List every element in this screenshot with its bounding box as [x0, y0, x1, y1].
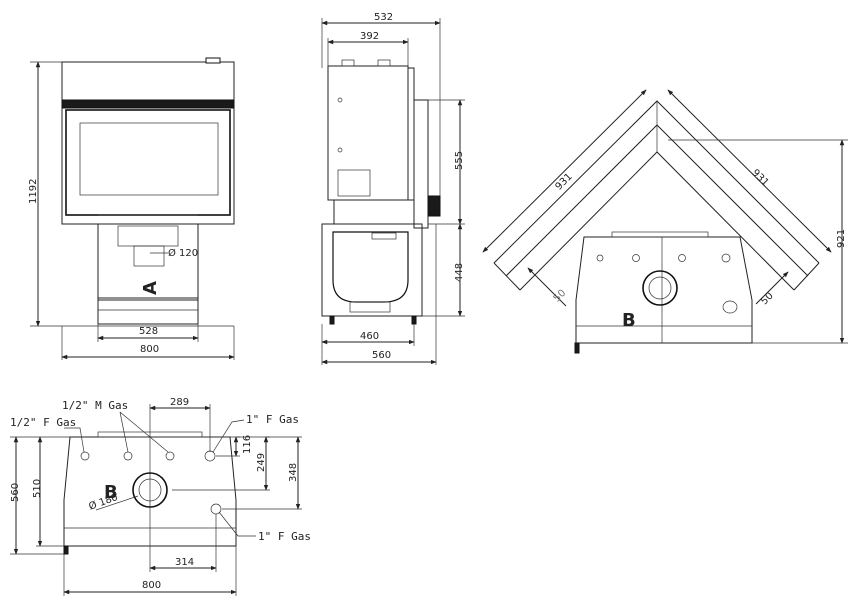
bottom-offset-top: 289 [170, 397, 189, 408]
bottom-dim-116-value: 116 [242, 435, 253, 454]
gas-label-half-female: 1/2" F Gas [10, 416, 76, 429]
front-dim-base [97, 324, 199, 342]
side-height-lower: 448 [454, 263, 465, 282]
bottom-dim-289 [149, 404, 211, 452]
side-dim-532 [321, 18, 441, 196]
bottom-depth-inner: 510 [32, 479, 43, 498]
bottom-dim-314-value: 314 [175, 557, 194, 568]
bottom-label-b: B [104, 482, 118, 503]
corner-view [493, 100, 820, 354]
side-dim-560 [321, 224, 437, 365]
front-width-value: 800 [140, 344, 159, 355]
front-dim-height [30, 61, 62, 327]
side-base-inner: 460 [360, 331, 379, 342]
bottom-dim-116 [202, 436, 240, 457]
front-dim-width [61, 326, 235, 360]
gas-label-one-female-top: 1" F Gas [246, 413, 299, 426]
side-dim-392 [327, 38, 409, 66]
corner-side-left: 931 [554, 171, 575, 192]
gas-label-one-female-bottom: 1" F Gas [258, 530, 311, 543]
front-label-a: A [140, 281, 161, 295]
bottom-dim-249 [172, 436, 270, 491]
corner-offset-right: 50 [759, 290, 776, 307]
corner-dim-50-left [527, 267, 567, 307]
side-base-outer: 560 [372, 350, 391, 361]
bottom-dim-348 [222, 436, 302, 510]
side-height-upper: 555 [454, 151, 465, 170]
bottom-dim-510 [36, 436, 64, 547]
front-diameter-label: Ø 120 [168, 247, 198, 259]
corner-label-b: B [622, 310, 636, 331]
side-dim-460 [321, 324, 415, 346]
corner-dim-50-right [755, 271, 789, 305]
bottom-depth-outer: 560 [10, 483, 21, 502]
bottom-dim-249-value: 249 [256, 453, 267, 472]
side-depth-body: 392 [360, 31, 379, 42]
bottom-dim-800 [63, 546, 237, 596]
corner-side-right: 931 [749, 168, 770, 189]
corner-dim-921 [668, 139, 848, 344]
side-dim-448 [422, 223, 465, 317]
front-base-value: 528 [139, 326, 158, 337]
bottom-dim-314 [149, 514, 217, 572]
corner-dim-931-left [482, 89, 647, 253]
side-view [321, 59, 441, 325]
corner-dim-931-right [667, 89, 832, 253]
front-height-value: 1192 [28, 179, 39, 204]
gas-label-half-male: 1/2" M Gas [62, 399, 128, 412]
corner-offset-left: 50 [552, 288, 569, 305]
front-view [61, 57, 235, 327]
bottom-width-value: 800 [142, 580, 161, 591]
corner-height: 921 [836, 229, 847, 248]
bottom-dim-348-value: 348 [288, 463, 299, 482]
side-depth-total: 532 [374, 12, 393, 23]
